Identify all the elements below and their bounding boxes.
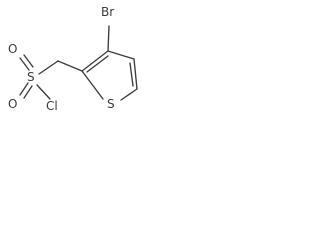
- bond-c3-c4: [107, 50, 135, 60]
- atom-chlorine: Cl: [46, 99, 58, 113]
- bond-s-o-top: [19, 57, 30, 71]
- atom-oxygen-bottom: O: [8, 97, 17, 111]
- bond-s-o-bottom: [19, 82, 29, 96]
- bond-s-o-top-double: [23, 54, 34, 68]
- bond-c3-br: [107, 25, 110, 52]
- atom-oxygen-top: O: [8, 42, 17, 56]
- atom-sulfonyl-sulfur: S: [27, 70, 35, 84]
- molecule-structure: Br S O O Cl S: [8, 5, 138, 113]
- bond-s-cl: [36, 84, 51, 100]
- bonds: [19, 25, 138, 101]
- bond-c2-c3-double: [86, 55, 109, 73]
- bond-c5-s: [120, 88, 138, 101]
- atom-labels: Br S O O Cl S: [8, 5, 115, 113]
- bond-s-c2: [81, 70, 104, 100]
- bond-c2-c3: [81, 50, 109, 72]
- bond-s-o-bottom-double: [23, 85, 33, 99]
- atom-bromine: Br: [101, 5, 114, 19]
- bond-ch2-c2: [57, 60, 83, 72]
- atom-ring-sulfur: S: [107, 97, 115, 111]
- bond-c4-c5: [133, 58, 138, 90]
- bond-c4-c5-double: [129, 62, 134, 87]
- bond-s-ch2: [38, 60, 59, 75]
